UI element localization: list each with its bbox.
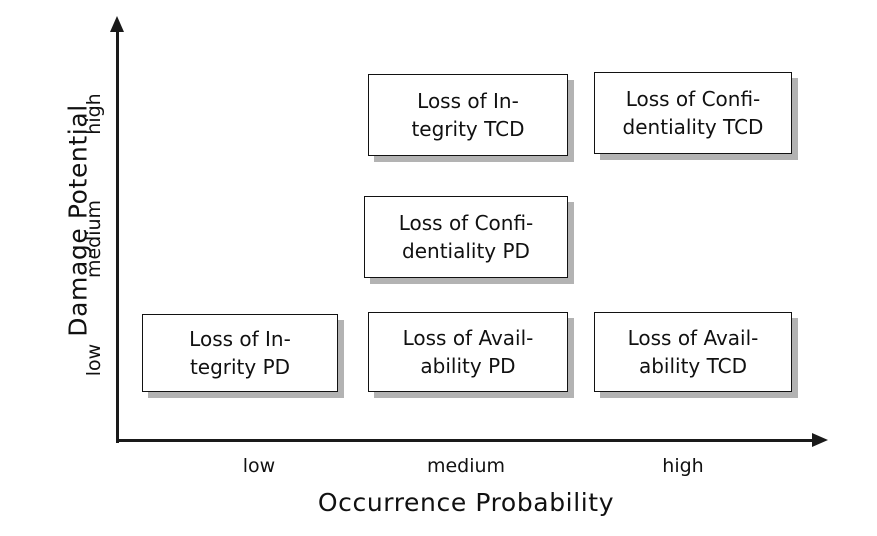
risk-box-label: Loss of Confi- dentiality TCD: [622, 86, 764, 139]
risk-box-label: Loss of Avail- ability PD: [402, 325, 534, 378]
x-axis-arrow-icon: [812, 433, 828, 447]
risk-box-integrity-tcd: Loss of In- tegrity TCD: [368, 74, 568, 156]
y-tick-label-high: high: [83, 93, 105, 135]
y-axis-line: [116, 30, 119, 443]
risk-box-label: Loss of In- tegrity PD: [189, 326, 291, 379]
risk-box-label: Loss of Avail- ability TCD: [627, 325, 759, 378]
x-axis-line: [116, 439, 816, 442]
risk-box-confidentiality-tcd: Loss of Confi- dentiality TCD: [594, 72, 792, 154]
y-tick-label-medium: medium: [83, 199, 105, 279]
risk-box-availability-tcd: Loss of Avail- ability TCD: [594, 312, 792, 392]
risk-box-availability-pd: Loss of Avail- ability PD: [368, 312, 568, 392]
risk-box-label: Loss of Confi- dentiality PD: [398, 210, 534, 263]
risk-box-label: Loss of In- tegrity TCD: [411, 88, 525, 141]
y-axis-arrow-icon: [110, 16, 124, 32]
x-tick-label-low: low: [242, 455, 276, 477]
y-tick-label-low: low: [83, 343, 105, 377]
x-tick-label-medium: medium: [426, 455, 506, 477]
x-tick-label-high: high: [662, 455, 704, 477]
risk-box-integrity-pd: Loss of In- tegrity PD: [142, 314, 338, 392]
risk-box-confidentiality-pd: Loss of Confi- dentiality PD: [364, 196, 568, 278]
x-axis-title: Occurrence Probability: [317, 488, 615, 517]
